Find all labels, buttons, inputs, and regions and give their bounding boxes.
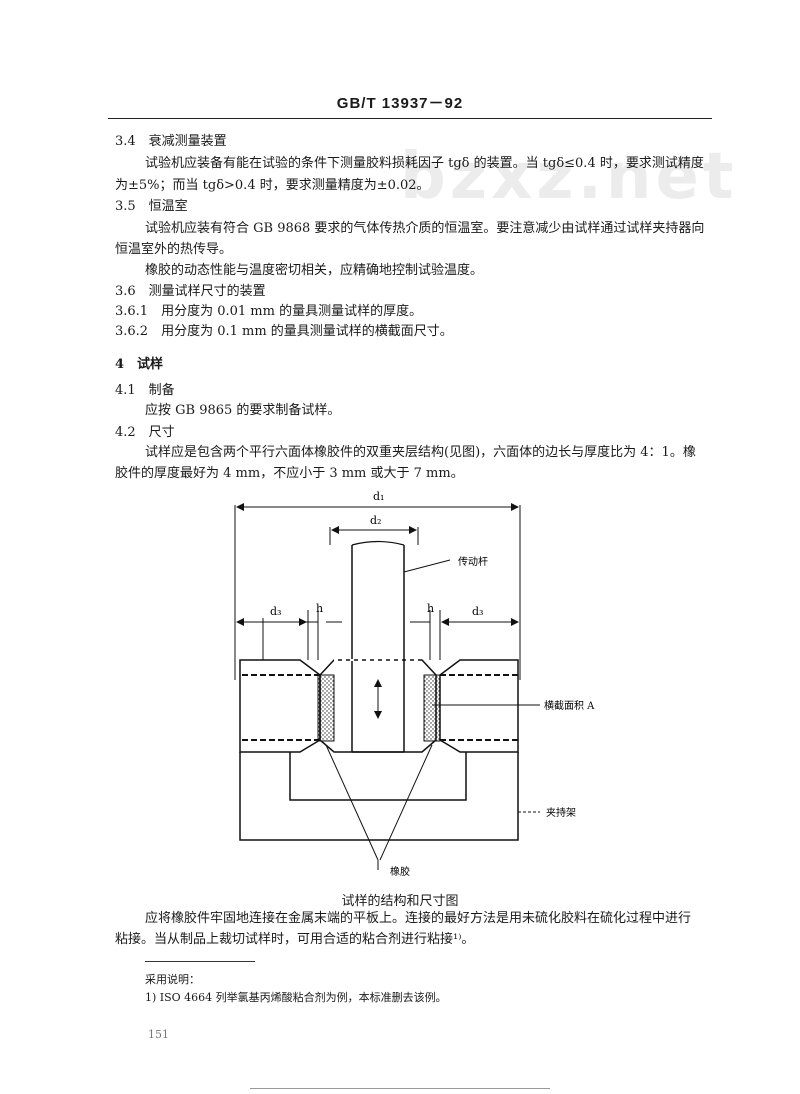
bottom-rule bbox=[250, 1088, 550, 1089]
section-3-6-2: 3.6.2 用分度为 0.1 mm 的量具测量试样的横截面尺寸。 bbox=[115, 324, 453, 339]
footnote-text: 1) ISO 4664 列举氯基丙烯酸粘合剂为例，本标准删去该例。 bbox=[145, 991, 447, 1004]
label-d3-right: d₃ bbox=[472, 605, 483, 618]
section-4-2-text-1: 试样应是包含两个平行六面体橡胶件的双重夹层结构(见图)，六面体的边长与厚度比为 … bbox=[145, 445, 696, 460]
section-3-4-text-2: 为±5%；而当 tgδ>0.4 时，要求测量精度为±0.02。 bbox=[115, 178, 430, 193]
page-number: 151 bbox=[148, 1028, 169, 1041]
section-3-5-heading: 3.5 恒温室 bbox=[115, 199, 188, 214]
section-3-5-text-3: 橡胶的动态性能与温度密切相关，应精确地控制试验温度。 bbox=[145, 263, 484, 278]
drive-rod bbox=[351, 545, 405, 753]
label-cross-section: 横截面积 A bbox=[544, 699, 595, 712]
figure-caption: 试样的结构和尺寸图 bbox=[341, 894, 459, 909]
bonding-text-2: 粘接。当从制品上裁切试样时，可用合适的粘合剂进行粘接¹⁾。 bbox=[115, 932, 475, 947]
section-4-2-text-2: 胶件的厚度最好为 4 mm，不应小于 3 mm 或大于 7 mm。 bbox=[115, 466, 464, 481]
section-4-1-heading: 4.1 制备 bbox=[115, 383, 175, 398]
section-3-4-text-1: 试验机应装备有能在试验的条件下测量胶料损耗因子 tgδ 的装置。当 tgδ≤0.… bbox=[145, 156, 704, 171]
section-4-2-heading: 4.2 尺寸 bbox=[115, 425, 175, 440]
right-end-plate bbox=[439, 659, 519, 753]
footnote-rule bbox=[145, 961, 255, 962]
watermark: bzxz.net bbox=[400, 140, 738, 214]
section-3-5-text-1: 试验机应装有符合 GB 9868 要求的气体传热介质的恒温室。要注意减少由试样通… bbox=[145, 221, 705, 236]
dimension-d1 bbox=[234, 503, 521, 680]
label-drive-rod: 传动杆 bbox=[458, 556, 488, 568]
label-d1: d₁ bbox=[373, 490, 384, 503]
dimension-d3-h bbox=[236, 610, 519, 660]
label-h-left: h bbox=[316, 602, 323, 615]
section-4-heading: 4 试样 bbox=[115, 357, 164, 372]
section-3-4-heading: 3.4 衰减测量装置 bbox=[115, 134, 227, 149]
label-h-right: h bbox=[427, 602, 434, 615]
rubber-left bbox=[317, 674, 335, 742]
label-d2: d₂ bbox=[370, 514, 381, 527]
footnote-title: 采用说明： bbox=[145, 973, 200, 986]
section-3-6-heading: 3.6 测量试样尺寸的装置 bbox=[115, 284, 266, 299]
dimension-d2 bbox=[329, 526, 419, 545]
section-3-6-1: 3.6.1 用分度为 0.01 mm 的量具测量试样的厚度。 bbox=[115, 304, 423, 319]
standard-header: GB/T 13937－92 bbox=[336, 95, 464, 112]
bonding-text-1: 应将橡胶件牢固地连接在金属末端的平板上。连接的最好方法是用未硫化胶料在硫化过程中… bbox=[145, 911, 692, 926]
label-holder: 夹持架 bbox=[546, 806, 576, 819]
rubber-right bbox=[423, 674, 441, 742]
holder-frame bbox=[239, 752, 519, 841]
section-4-1-text: 应按 GB 9865 的要求制备试样。 bbox=[145, 403, 341, 418]
label-d3-left: d₃ bbox=[270, 605, 281, 618]
center-metal-block bbox=[319, 659, 437, 753]
label-rubber: 橡胶 bbox=[390, 865, 410, 878]
left-end-plate bbox=[239, 659, 321, 753]
section-3-5-text-2: 恒温室外的热传导。 bbox=[115, 242, 233, 257]
header-rule bbox=[108, 118, 712, 119]
